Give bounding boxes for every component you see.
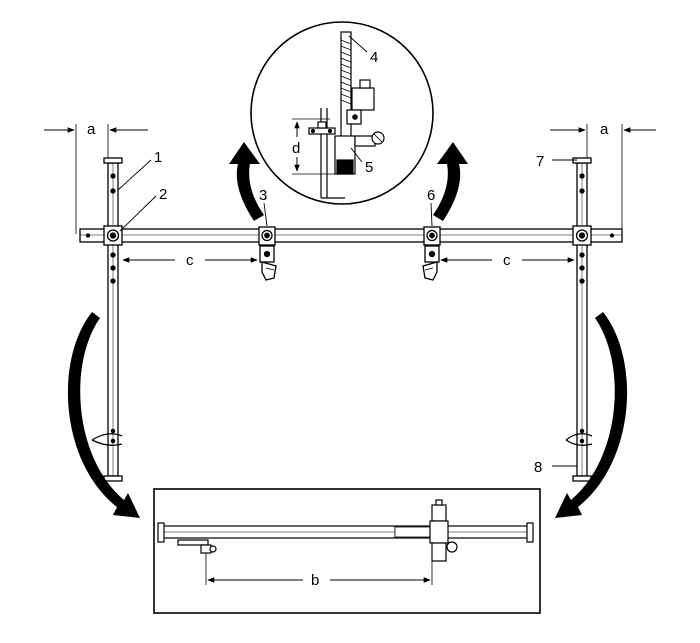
dimension-a-right (550, 124, 656, 234)
callout-leaders (117, 35, 577, 467)
callout-4: 4 (370, 49, 378, 66)
callout-8: 8 (534, 459, 542, 476)
sliding-clamp-6 (422, 226, 441, 281)
left-leg (91, 157, 123, 482)
detail-circle-content (308, 31, 385, 199)
curved-arrow-down-right (555, 312, 628, 518)
label-c-right: c (503, 252, 511, 269)
left-joint-clamp (103, 225, 123, 246)
callout-3: 3 (259, 187, 267, 204)
callout-6: 6 (427, 187, 435, 204)
bottom-detail-box (153, 488, 541, 614)
callout-5: 5 (365, 159, 373, 176)
sliding-clamp-3 (258, 226, 277, 281)
label-d: d (292, 140, 300, 157)
right-leg (565, 157, 593, 482)
curved-arrow-down-left (67, 312, 140, 518)
callout-2: 2 (159, 186, 167, 203)
label-a-right: a (600, 121, 609, 138)
label-a-left: a (87, 121, 96, 138)
label-b: b (311, 572, 319, 589)
curved-arrow-up-right (433, 142, 468, 221)
label-c-left: c (186, 252, 194, 269)
dimension-d (292, 118, 338, 175)
callout-7: 7 (536, 153, 544, 170)
callout-1: 1 (154, 149, 162, 166)
bottom-detail-content (157, 499, 534, 585)
curved-arrow-up-left (229, 142, 264, 221)
main-crossbar (79, 228, 623, 243)
right-joint-clamp (572, 225, 592, 246)
dimension-a-left (44, 124, 148, 234)
